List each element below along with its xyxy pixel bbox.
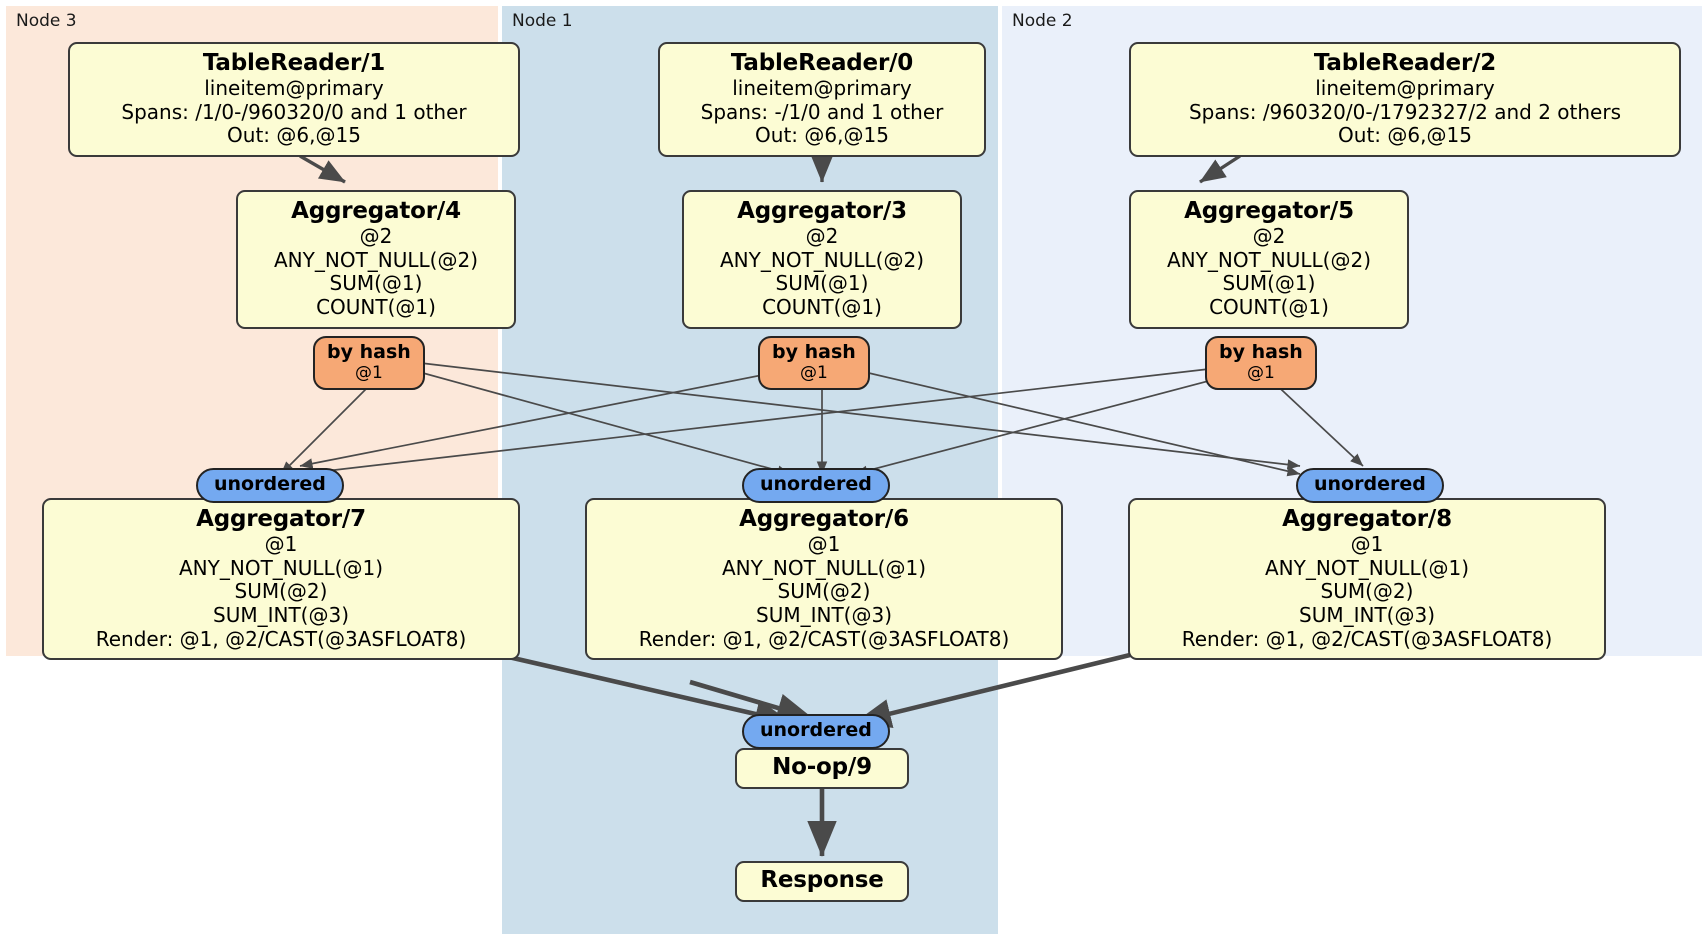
hash-router-label: by hash — [1219, 341, 1303, 363]
processor-title: No-op/9 — [772, 754, 872, 780]
processor-aggregator5[interactable]: Aggregator/5 @2 ANY_NOT_NULL(@2) SUM(@1)… — [1129, 190, 1409, 329]
hash-router-column: @1 — [354, 362, 383, 383]
processor-aggregator3[interactable]: Aggregator/3 @2 ANY_NOT_NULL(@2) SUM(@1)… — [682, 190, 962, 329]
processor-line: Out: @6,@15 — [227, 123, 361, 148]
processor-title: TableReader/1 — [202, 50, 386, 76]
hash-router-column: @1 — [799, 362, 828, 383]
hash-router-column: @1 — [1246, 362, 1275, 383]
processor-tablereader0[interactable]: TableReader/0 lineitem@primary Spans: -/… — [658, 42, 986, 157]
processor-line: lineitem@primary — [732, 76, 912, 101]
processor-line: SUM_INT(@3) — [213, 602, 349, 627]
processor-line: COUNT(@1) — [762, 294, 882, 319]
processor-line: Spans: /1/0-/960320/0 and 1 other — [121, 99, 467, 124]
processor-line: Out: @6,@15 — [1338, 123, 1472, 148]
processor-aggregator4[interactable]: Aggregator/4 @2 ANY_NOT_NULL(@2) SUM(@1)… — [236, 190, 516, 329]
processor-line: ANY_NOT_NULL(@2) — [274, 247, 478, 272]
processor-title: Aggregator/8 — [1282, 506, 1452, 532]
unordered-receiver-center[interactable]: unordered — [742, 468, 890, 503]
node-panel-label-node3: Node 3 — [16, 11, 77, 31]
processor-title: Aggregator/6 — [739, 506, 909, 532]
processor-title: Aggregator/7 — [196, 506, 366, 532]
processor-line: ANY_NOT_NULL(@1) — [1265, 555, 1469, 580]
hash-router-right[interactable]: by hash @1 — [1205, 336, 1317, 391]
processor-response[interactable]: Response — [735, 861, 909, 903]
node-panel-label-node2: Node 2 — [1012, 11, 1073, 31]
processor-title: Aggregator/3 — [737, 198, 907, 224]
processor-line: ANY_NOT_NULL(@2) — [720, 247, 924, 272]
processor-line: SUM(@1) — [1222, 271, 1316, 296]
processor-line: SUM(@2) — [1320, 579, 1414, 604]
processor-line: lineitem@primary — [204, 76, 384, 101]
processor-line: @2 — [1252, 224, 1286, 249]
processor-line: Spans: -/1/0 and 1 other — [700, 99, 944, 124]
hash-router-label: by hash — [772, 341, 856, 363]
processor-aggregator6[interactable]: Aggregator/6 @1 ANY_NOT_NULL(@1) SUM(@2)… — [585, 498, 1063, 661]
processor-line: @1 — [807, 532, 841, 557]
processor-line: SUM_INT(@3) — [1299, 602, 1435, 627]
unordered-receiver-left[interactable]: unordered — [196, 468, 344, 503]
processor-title: Aggregator/4 — [291, 198, 461, 224]
processor-title: Response — [760, 867, 884, 893]
processor-line: @2 — [805, 224, 839, 249]
node-panel-label-node1: Node 1 — [512, 11, 573, 31]
processor-line: ANY_NOT_NULL(@2) — [1167, 247, 1371, 272]
processor-tablereader1[interactable]: TableReader/1 lineitem@primary Spans: /1… — [68, 42, 520, 157]
processor-line: SUM_INT(@3) — [756, 602, 892, 627]
hash-router-left[interactable]: by hash @1 — [313, 336, 425, 391]
processor-line: COUNT(@1) — [316, 294, 436, 319]
processor-line: ANY_NOT_NULL(@1) — [179, 555, 383, 580]
unordered-receiver-right[interactable]: unordered — [1296, 468, 1444, 503]
processor-line: SUM(@2) — [777, 579, 871, 604]
processor-line: lineitem@primary — [1315, 76, 1495, 101]
processor-line: Spans: /960320/0-/1792327/2 and 2 others — [1188, 99, 1621, 124]
processor-line: Render: @1, @2/CAST(@3ASFLOAT8) — [638, 626, 1010, 651]
processor-title: TableReader/2 — [1313, 50, 1497, 76]
processor-line: Out: @6,@15 — [755, 123, 889, 148]
processor-tablereader2[interactable]: TableReader/2 lineitem@primary Spans: /9… — [1129, 42, 1681, 157]
processor-line: SUM(@1) — [775, 271, 869, 296]
processor-aggregator8[interactable]: Aggregator/8 @1 ANY_NOT_NULL(@1) SUM(@2)… — [1128, 498, 1606, 661]
hash-router-label: by hash — [327, 341, 411, 363]
processor-line: @1 — [264, 532, 298, 557]
processor-line: Render: @1, @2/CAST(@3ASFLOAT8) — [95, 626, 467, 651]
processor-line: COUNT(@1) — [1209, 294, 1329, 319]
processor-line: Render: @1, @2/CAST(@3ASFLOAT8) — [1181, 626, 1553, 651]
processor-line: SUM(@1) — [329, 271, 423, 296]
processor-line: ANY_NOT_NULL(@1) — [722, 555, 926, 580]
processor-aggregator7[interactable]: Aggregator/7 @1 ANY_NOT_NULL(@1) SUM(@2)… — [42, 498, 520, 661]
processor-title: TableReader/0 — [730, 50, 914, 76]
processor-line: @1 — [1350, 532, 1384, 557]
processor-line: @2 — [359, 224, 393, 249]
processor-line: SUM(@2) — [234, 579, 328, 604]
hash-router-center[interactable]: by hash @1 — [758, 336, 870, 391]
processor-noop9[interactable]: No-op/9 — [735, 748, 909, 790]
processor-title: Aggregator/5 — [1184, 198, 1354, 224]
unordered-receiver-final[interactable]: unordered — [742, 714, 890, 749]
